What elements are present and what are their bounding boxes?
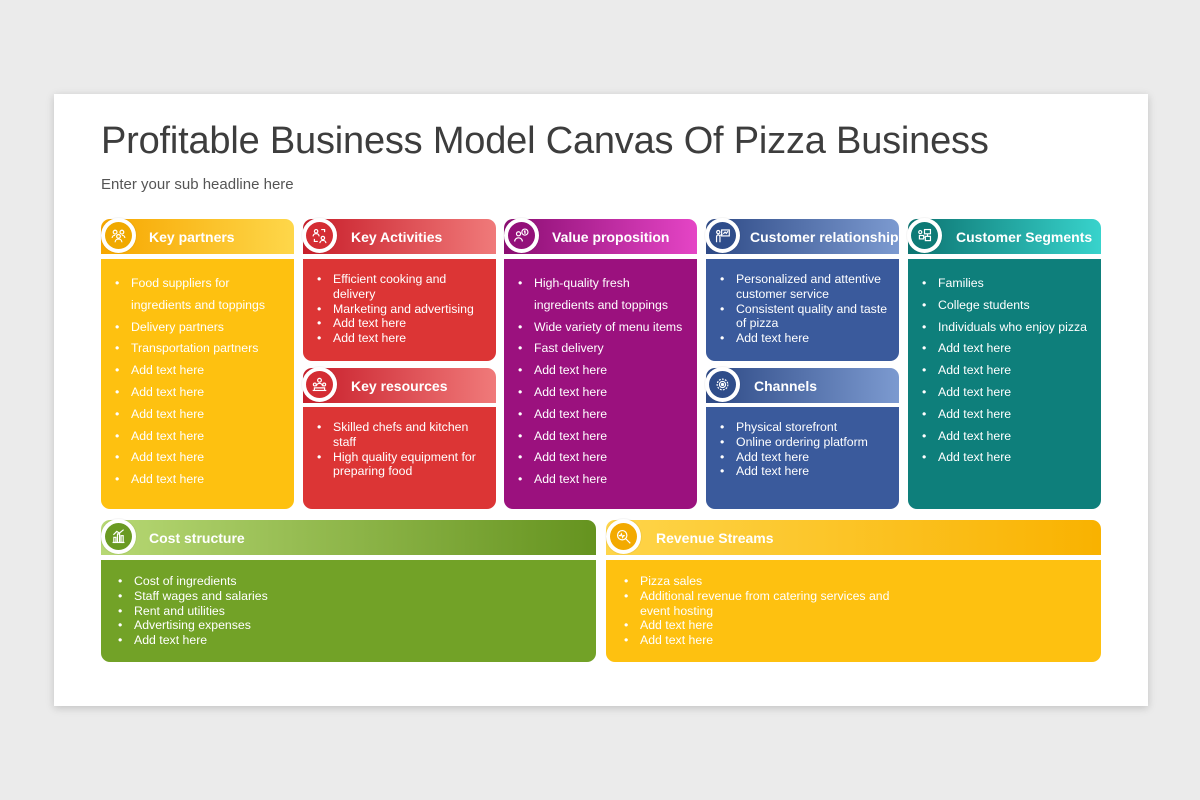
cost-structure-body: Cost of ingredientsStaff wages and salar…	[101, 560, 596, 662]
key-resources-icon-badge	[302, 367, 337, 402]
list-item: Add text here	[112, 426, 288, 448]
people-exchange-icon	[312, 228, 327, 244]
list-item: Add text here	[112, 382, 288, 404]
value-proposition-label: Value proposition	[552, 228, 670, 245]
channels-list: Physical storefrontOnline ordering platf…	[717, 420, 893, 479]
customer-segments-icon-badge	[907, 218, 942, 253]
list-item: Consistent quality and taste of pizza	[717, 302, 893, 332]
channels-label: Channels	[754, 377, 818, 394]
list-item: Add text here	[515, 447, 691, 469]
list-item: Add text here	[314, 316, 490, 331]
target-gear-icon	[716, 378, 729, 391]
page-subtitle: Enter your sub headline here	[101, 176, 294, 193]
customer-segments-list: FamiliesCollege studentsIndividuals who …	[919, 273, 1095, 469]
revenue-streams-list: Pizza salesAdditional revenue from cater…	[621, 574, 901, 648]
key-activities-header: Key Activities	[303, 219, 496, 254]
list-item: Cost of ingredients	[115, 574, 590, 589]
list-item: Add text here	[919, 382, 1095, 404]
value-proposition-icon-badge	[504, 218, 539, 253]
key-activities-label: Key Activities	[351, 228, 443, 245]
list-item: Add text here	[515, 426, 691, 448]
person-dollar-icon	[514, 228, 529, 242]
list-item: Add text here	[621, 633, 901, 648]
list-item: Wide variety of menu items	[515, 317, 691, 339]
list-item: Add text here	[115, 633, 590, 648]
list-item: Add text here	[919, 360, 1095, 382]
customer-segments-label: Customer Segments	[956, 228, 1093, 245]
revenue-streams-body: Pizza salesAdditional revenue from cater…	[606, 560, 1101, 662]
list-item: Additional revenue from catering service…	[621, 589, 901, 619]
channels-icon-badge	[705, 367, 740, 402]
list-item: Add text here	[919, 447, 1095, 469]
customer-segments-body: FamiliesCollege studentsIndividuals who …	[908, 259, 1101, 509]
list-item: Fast delivery	[515, 338, 691, 360]
list-item: Add text here	[314, 331, 490, 346]
list-item: Advertising expenses	[115, 618, 590, 633]
list-item: Add text here	[919, 426, 1095, 448]
key-activities-body: Efficient cooking and deliveryMarketing …	[303, 259, 496, 361]
team-icon	[312, 377, 327, 392]
list-item: Staff wages and salaries	[115, 589, 590, 604]
list-item: Add text here	[112, 469, 288, 491]
cost-structure-icon-badge	[101, 519, 136, 554]
list-item: Add text here	[112, 360, 288, 382]
list-item: Add text here	[717, 464, 893, 479]
cost-structure-header: Cost structure	[101, 520, 596, 555]
list-item: Add text here	[919, 338, 1095, 360]
list-item: Pizza sales	[621, 574, 901, 589]
list-item: Delivery partners	[112, 317, 288, 339]
list-item: Add text here	[717, 450, 893, 465]
list-item: Add text here	[515, 360, 691, 382]
key-resources-label: Key resources	[351, 377, 448, 394]
list-item: Physical storefront	[717, 420, 893, 435]
list-item: Online ordering platform	[717, 435, 893, 450]
customer-relationships-list: Personalized and attentive customer serv…	[717, 272, 893, 346]
customer-relationships-icon-badge	[705, 218, 740, 253]
customer-relationships-label: Customer relationships	[750, 228, 907, 245]
list-item: Efficient cooking and delivery	[314, 272, 490, 302]
value-proposition-body: High-quality fresh ingredients and toppi…	[504, 259, 697, 509]
key-activities-list: Efficient cooking and deliveryMarketing …	[314, 272, 490, 346]
list-item: High-quality fresh ingredients and toppi…	[515, 273, 691, 317]
list-item: Rent and utilities	[115, 604, 590, 619]
revenue-streams-label: Revenue Streams	[656, 529, 774, 546]
key-partners-label: Key partners	[149, 228, 235, 245]
key-partners-body: Food suppliers for ingredients and toppi…	[101, 259, 294, 509]
key-activities-icon-badge	[302, 218, 337, 253]
list-item: College students	[919, 295, 1095, 317]
list-item: Add text here	[717, 331, 893, 346]
people-group-icon	[111, 229, 126, 243]
revenue-streams-header: Revenue Streams	[606, 520, 1101, 555]
list-item: Add text here	[515, 404, 691, 426]
list-item: Add text here	[112, 447, 288, 469]
value-proposition-list: High-quality fresh ingredients and toppi…	[515, 273, 691, 491]
list-item: Transportation partners	[112, 338, 288, 360]
list-item: Add text here	[112, 404, 288, 426]
list-item: Families	[919, 273, 1095, 295]
list-item: Marketing and advertising	[314, 302, 490, 317]
list-item: Skilled chefs and kitchen staff	[314, 420, 490, 450]
list-item: Add text here	[621, 618, 901, 633]
magnifier-pulse-icon	[616, 529, 631, 544]
key-partners-icon-badge	[101, 218, 136, 253]
list-item: Individuals who enjoy pizza	[919, 317, 1095, 339]
list-item: Add text here	[919, 404, 1095, 426]
page-title: Profitable Business Model Canvas Of Pizz…	[101, 120, 989, 162]
presenter-board-icon	[715, 229, 730, 243]
list-item: Food suppliers for ingredients and toppi…	[112, 273, 288, 317]
key-resources-body: Skilled chefs and kitchen staffHigh qual…	[303, 407, 496, 509]
bar-chart-icon	[112, 529, 125, 544]
revenue-streams-icon-badge	[606, 519, 641, 554]
channels-body: Physical storefrontOnline ordering platf…	[706, 407, 899, 509]
segments-icon	[918, 228, 932, 242]
cost-structure-label: Cost structure	[149, 529, 245, 546]
key-resources-list: Skilled chefs and kitchen staffHigh qual…	[314, 420, 490, 479]
list-item: Personalized and attentive customer serv…	[717, 272, 893, 302]
cost-structure-list: Cost of ingredientsStaff wages and salar…	[115, 574, 590, 648]
list-item: Add text here	[515, 382, 691, 404]
list-item: Add text here	[515, 469, 691, 491]
customer-relationships-body: Personalized and attentive customer serv…	[706, 259, 899, 361]
list-item: High quality equipment for preparing foo…	[314, 450, 490, 480]
key-partners-list: Food suppliers for ingredients and toppi…	[112, 273, 288, 491]
